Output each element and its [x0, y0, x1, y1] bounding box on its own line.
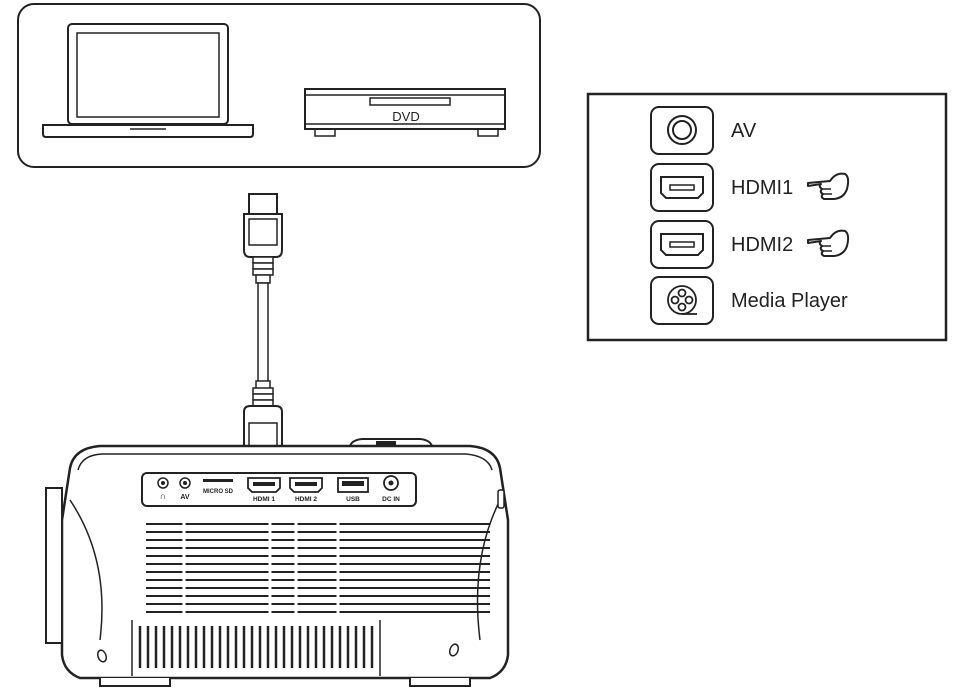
hdmi-plug-top-tip — [248, 193, 278, 217]
input-source-menu: AV HDMI1 HDMI2 — [586, 92, 948, 342]
av-port-label: AV — [180, 494, 190, 501]
usb-port-label: USB — [346, 496, 360, 503]
hdmi1-port-label: HDMI 1 — [253, 496, 275, 503]
pointing-hand-icon — [807, 172, 850, 200]
hdmi-port-icon — [660, 176, 704, 199]
menu-item-hdmi1[interactable]: HDMI1 — [650, 163, 850, 212]
menu-item-media-player[interactable]: Media Player — [650, 276, 848, 325]
av-port: AV — [179, 477, 191, 501]
menu-item-hdmi2[interactable]: HDMI2 — [650, 220, 850, 269]
projector: ∩ AV MICRO SD HDMI 1 HDMI 2 USB — [45, 438, 510, 687]
dvd-player-icon — [304, 88, 506, 137]
micro-sd-slot: MICRO SD — [203, 479, 234, 495]
dc-in-port: DC IN — [382, 475, 400, 503]
hdmi-port-icon — [660, 233, 704, 256]
headphone-label: ∩ — [160, 491, 167, 501]
menu-item-label: AV — [731, 120, 757, 142]
usb-port: USB — [337, 477, 369, 503]
menu-item-av[interactable]: AV — [650, 106, 757, 155]
hdmi2-port: HDMI 2 — [289, 477, 323, 503]
menu-item-label: Media Player — [731, 290, 848, 312]
hdmi-cable — [243, 193, 283, 475]
laptop-icon — [42, 23, 254, 138]
av-circle-icon — [667, 115, 697, 145]
vent-grille — [146, 523, 490, 613]
film-reel-icon — [667, 285, 697, 315]
bottom-vents — [138, 626, 374, 668]
menu-item-label: HDMI2 — [731, 234, 793, 256]
headphone-port: ∩ — [157, 477, 169, 501]
micro-sd-label: MICRO SD — [203, 489, 234, 495]
source-devices-panel: DVD — [17, 3, 541, 168]
menu-item-label: HDMI1 — [731, 177, 793, 199]
pointing-hand-icon — [807, 229, 850, 257]
hdmi2-port-label: HDMI 2 — [295, 496, 317, 503]
dvd-label: DVD — [392, 109, 419, 124]
hdmi1-port: HDMI 1 — [247, 477, 281, 503]
dc-in-label: DC IN — [382, 496, 400, 503]
